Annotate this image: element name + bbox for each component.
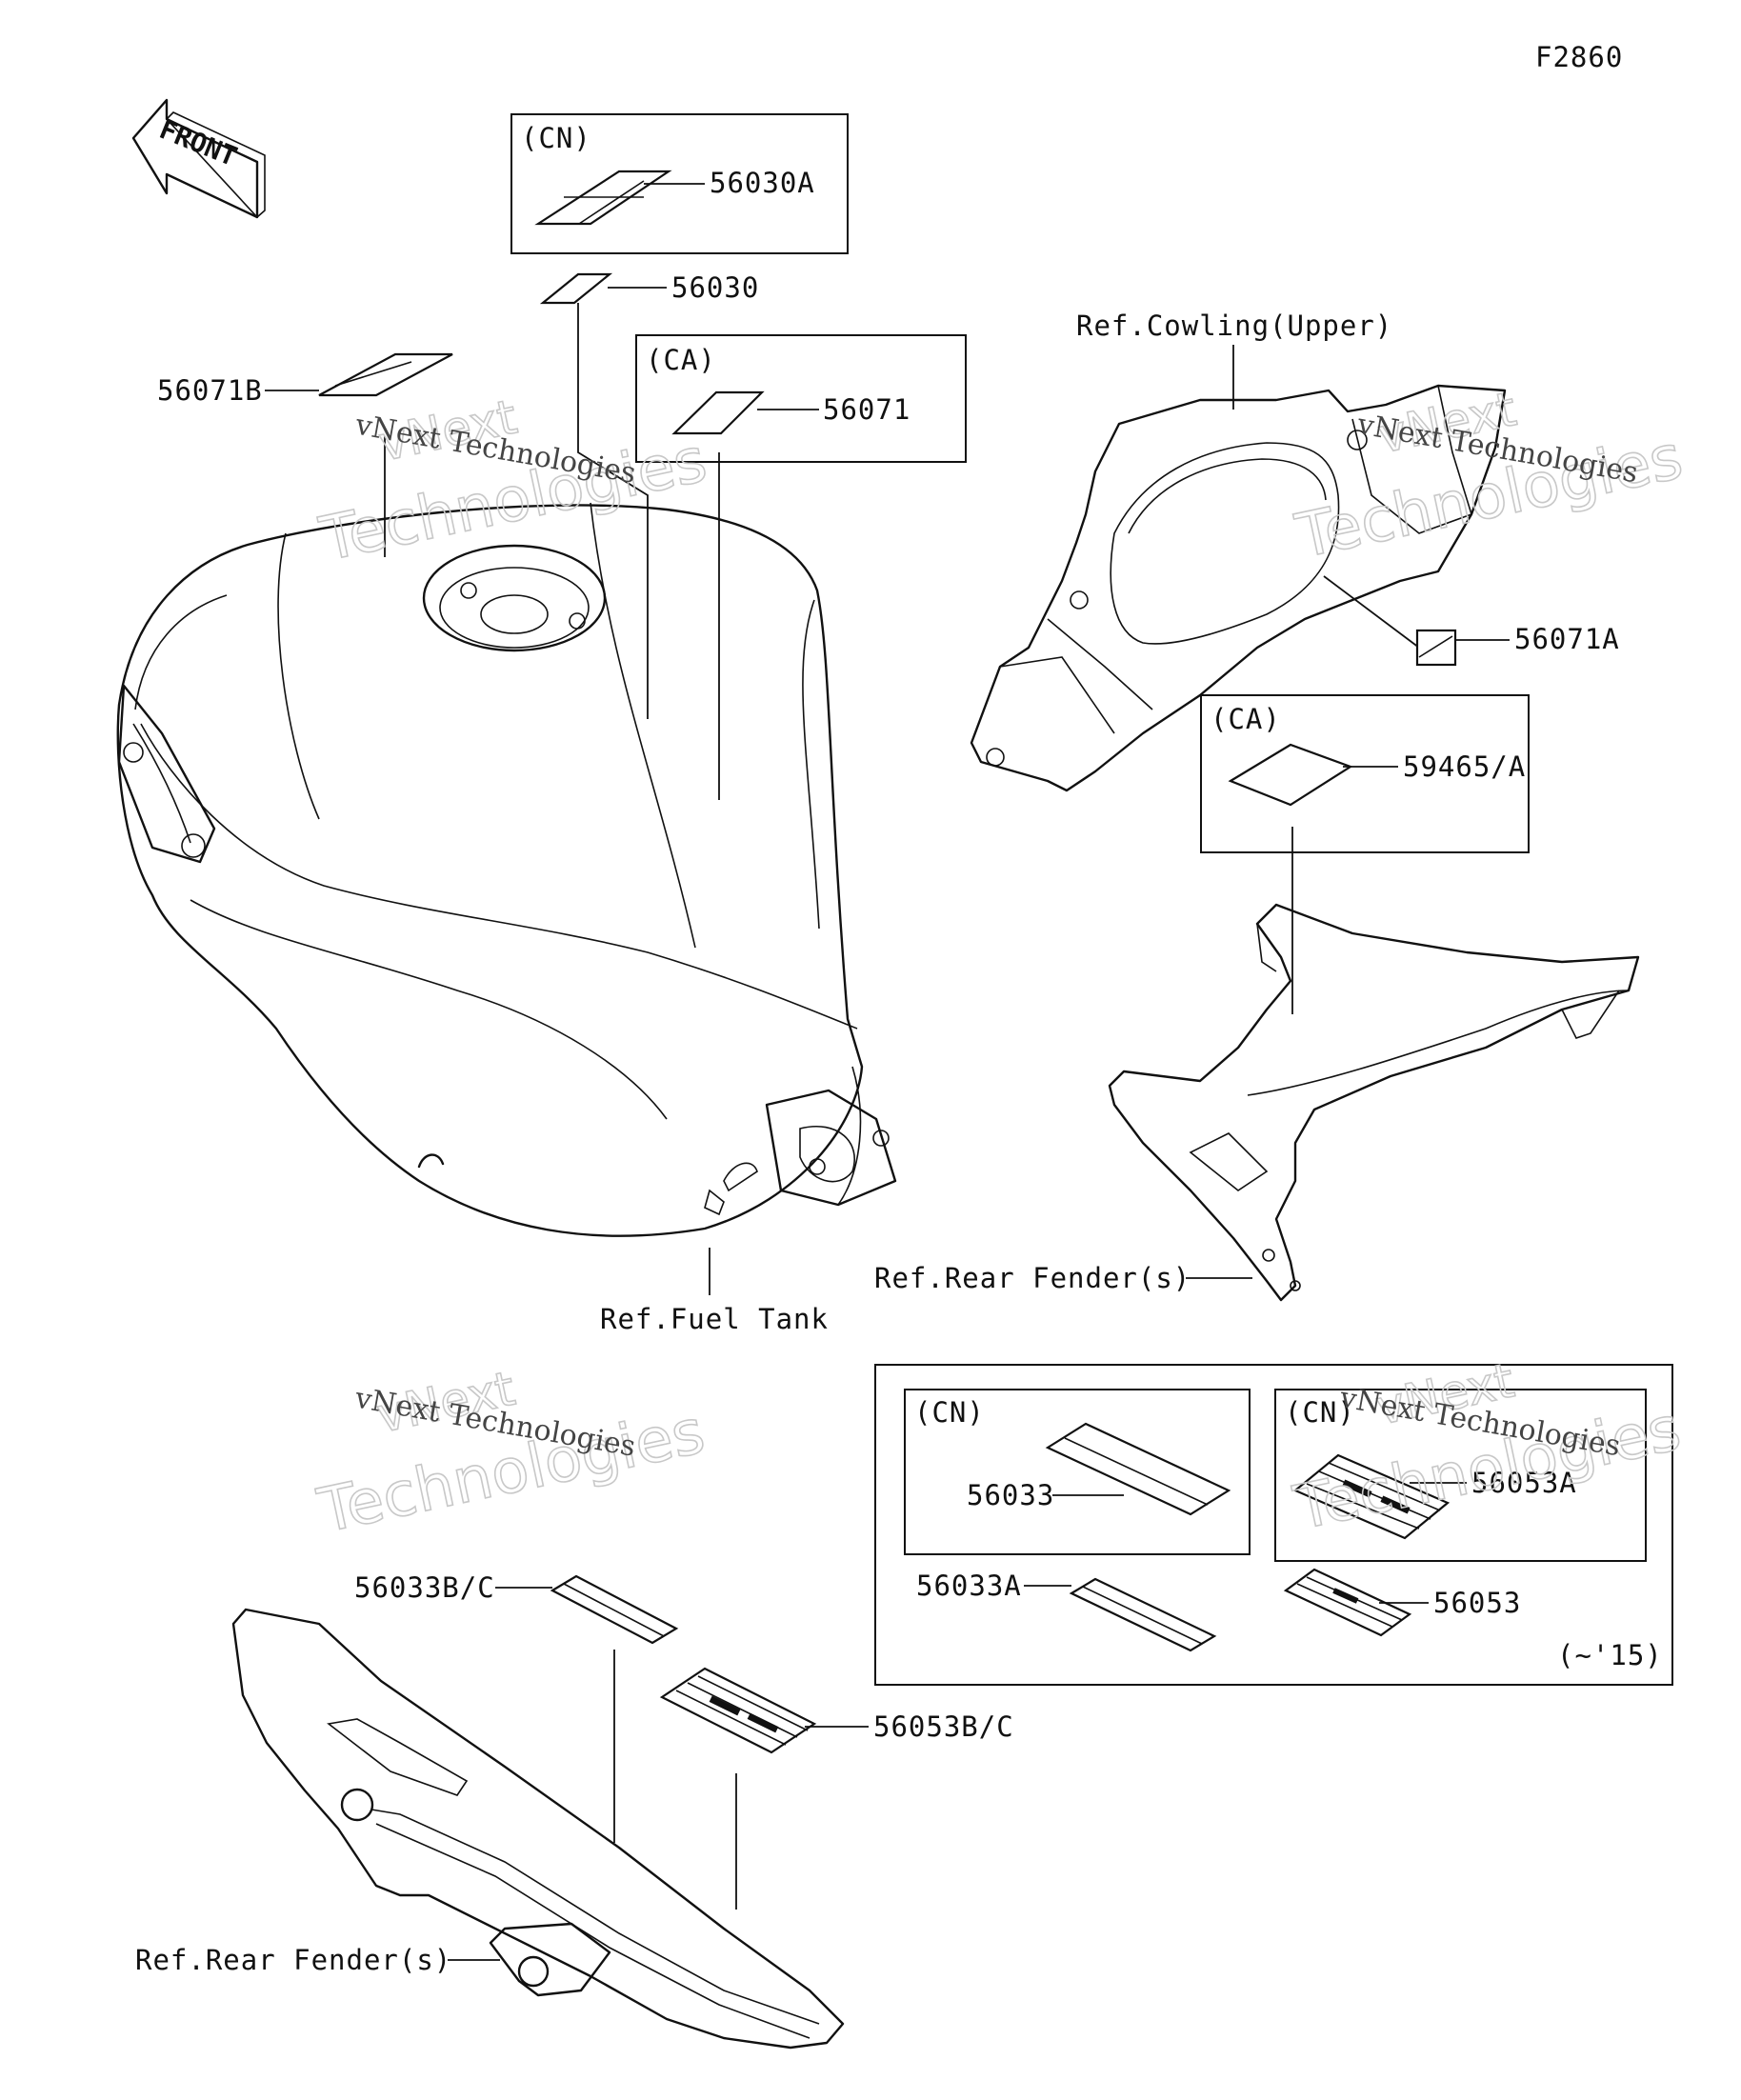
label-56071A: 56071A — [1514, 623, 1620, 655]
label-56033: 56033 — [967, 1479, 1054, 1511]
group-label-ca-right: (CA) — [1211, 703, 1281, 735]
upper-cowling — [970, 384, 1507, 792]
label-56053B-C: 56053B/C — [873, 1710, 1014, 1743]
decal-56071B — [318, 352, 453, 397]
group-box-cn-bottom-left — [904, 1389, 1251, 1555]
label-56030: 56030 — [671, 271, 759, 304]
decal-56030 — [539, 272, 613, 305]
ref-rear-fender-bottom: Ref.Rear Fender(s) — [135, 1944, 451, 1976]
label-59465-A: 59465/A — [1403, 750, 1526, 783]
decal-56071 — [671, 390, 765, 435]
front-label: FRONT — [155, 113, 242, 172]
group-label-cn-bottom-left: (CN) — [914, 1396, 985, 1429]
decal-56030A — [534, 170, 672, 226]
ref-cowling-upper: Ref.Cowling(Upper) — [1076, 310, 1392, 342]
decal-56033 — [1045, 1422, 1231, 1516]
group-box-cn-bottom-right — [1274, 1389, 1647, 1562]
label-56033A: 56033A — [916, 1570, 1022, 1602]
decal-59465 — [1228, 743, 1353, 807]
label-56053A: 56053A — [1471, 1467, 1577, 1499]
ref-rear-fender-right: Ref.Rear Fender(s) — [874, 1262, 1191, 1294]
front-arrow-icon: FRONT — [131, 98, 266, 219]
decal-56071A — [1415, 629, 1457, 667]
label-56033B-C: 56033B/C — [354, 1571, 495, 1604]
decal-56033A — [1069, 1577, 1217, 1652]
decal-56033B-C — [550, 1574, 679, 1645]
group-label-cn-top: (CN) — [521, 122, 591, 154]
label-56030A: 56030A — [710, 167, 815, 199]
group-label-cn-bottom-right: (CN) — [1285, 1396, 1355, 1429]
rear-fender-bottom — [231, 1608, 845, 2050]
ref-fuel-tank: Ref.Fuel Tank — [600, 1303, 829, 1335]
decal-56053B-C — [659, 1667, 817, 1754]
group-box-ca-top — [635, 334, 967, 463]
decal-56053 — [1283, 1568, 1412, 1637]
label-56071B: 56071B — [157, 374, 263, 407]
decal-56053A — [1292, 1453, 1451, 1540]
group-box-ca-right — [1200, 694, 1530, 853]
label-56053: 56053 — [1433, 1587, 1521, 1619]
fuel-tank — [116, 502, 897, 1237]
group-box-cn-top — [510, 113, 849, 254]
year-note: (~'15) — [1557, 1639, 1663, 1671]
group-box-outer-bottom — [874, 1364, 1673, 1686]
group-label-ca-top: (CA) — [646, 344, 716, 376]
label-56071: 56071 — [823, 393, 911, 426]
rear-fender-right — [1108, 903, 1640, 1302]
figure-id: F2860 — [1535, 41, 1623, 73]
